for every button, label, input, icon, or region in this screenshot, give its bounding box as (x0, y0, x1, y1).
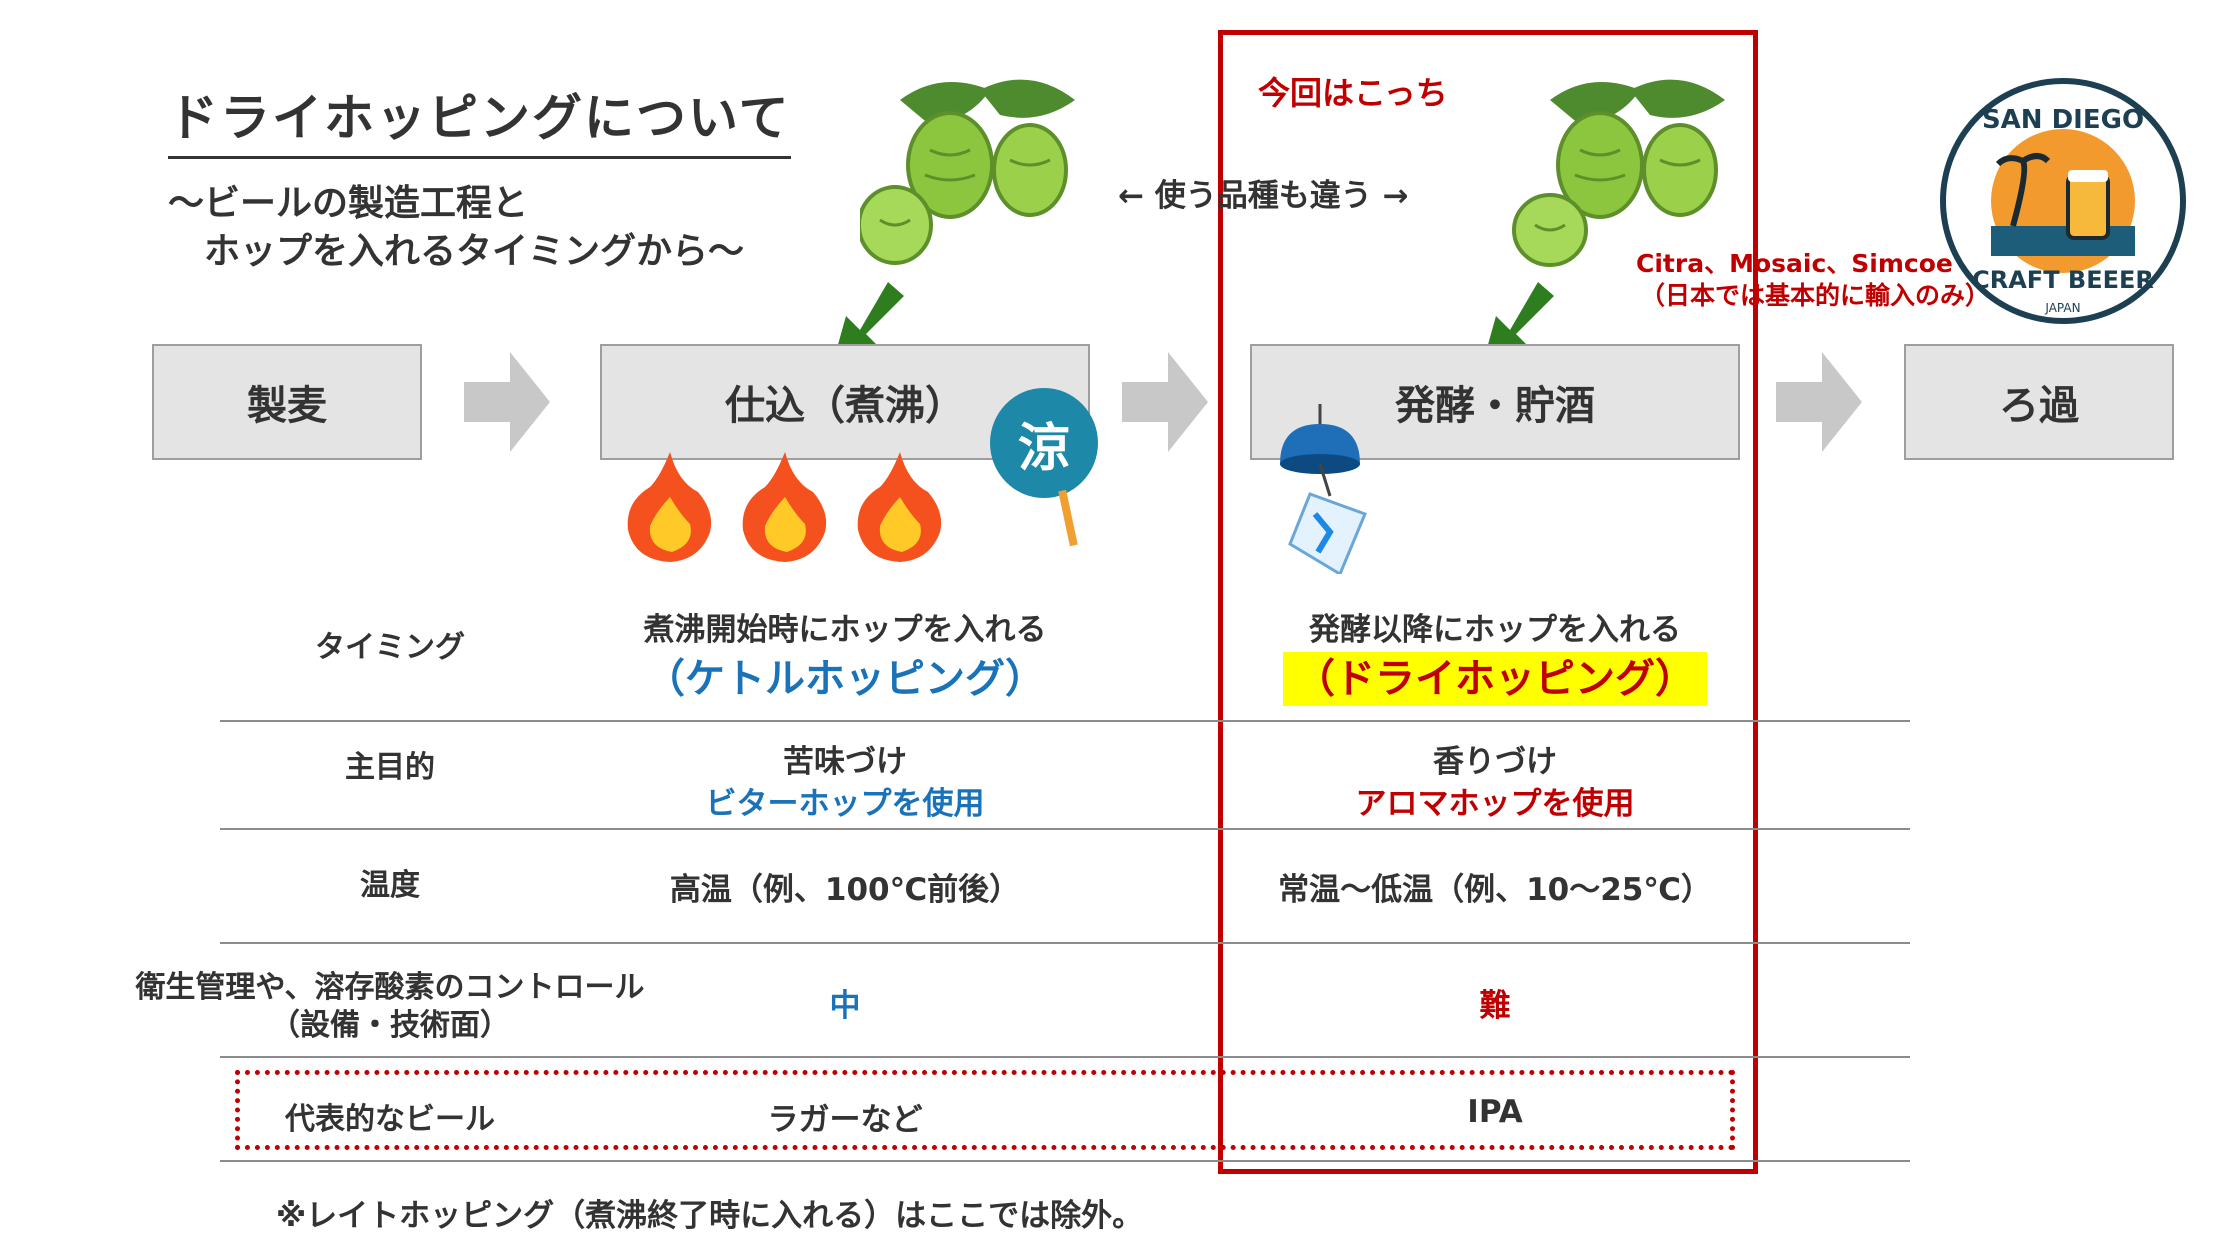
subtitle-line-1: ～ビールの製造工程と (168, 183, 529, 224)
row-label-control-line1: 衛生管理や、溶存酸素のコントロール (135, 970, 645, 1005)
fan-handle (1058, 489, 1078, 547)
logo-sub-text: JAPAN (2044, 301, 2080, 315)
fire-icon-2 (742, 452, 827, 562)
fan-character: 涼 (1017, 418, 1070, 479)
fire-icons (627, 452, 942, 562)
variety-note: ← 使う品種も違う → (1118, 178, 1409, 214)
row-divider-1 (220, 720, 1910, 722)
import-note: （日本では基本的に輸入のみ） (1640, 281, 1991, 310)
footnote: ※レイトホッピング（煮沸終了時に入れる）はここでは除外。 (276, 1198, 1144, 1234)
row-divider-4 (220, 1056, 1910, 1058)
control-kettle: 中 (829, 988, 861, 1024)
wind-chime-icon (1280, 404, 1367, 574)
san-diego-craft-beer-logo: SAN DIEGO CRAFT BEEER JAPAN (1940, 78, 2186, 324)
this-time-label: 今回はこっち (1258, 74, 1448, 112)
representative-beer-dotted-box (235, 1070, 1735, 1150)
dry-hopping-highlight: （ドライホッピング） (1283, 652, 1707, 706)
timing-dry-line2: （ドライホッピング） (1250, 646, 1740, 706)
timing-kettle-line2: （ケトルホッピング） (645, 656, 1045, 702)
step-malting: 製麦 (152, 344, 422, 460)
row-divider-2 (220, 828, 1910, 830)
logo-bottom-text: CRAFT BEEER (1972, 266, 2154, 294)
row-label-beer: 代表的なビール (285, 1102, 495, 1137)
timing-kettle-line1: 煮沸開始時にホップを入れる (643, 612, 1047, 648)
temperature-dry: 常温～低温（例、10～25℃） (1278, 872, 1712, 908)
fire-icon-3 (857, 452, 942, 562)
logo-top-text: SAN DIEGO (1982, 105, 2144, 135)
purpose-kettle-line1: 苦味づけ (783, 744, 907, 780)
purpose-dry-line1: 香りづけ (1433, 744, 1557, 780)
row-label-control-line2: （設備・技術面） (270, 1008, 510, 1043)
row-divider-5 (220, 1160, 1910, 1162)
hop-varieties: Citra、Mosaic、Simcoe 他 (1636, 249, 1987, 278)
control-dry: 難 (1479, 988, 1511, 1024)
process-arrow-1-icon (464, 352, 550, 452)
purpose-dry-line2: アロマホップを使用 (1355, 786, 1635, 822)
row-label-purpose: 主目的 (345, 750, 435, 785)
hop-cones-right-icon (1512, 79, 1725, 267)
row-divider-3 (220, 942, 1910, 944)
hop-cones-left-icon (860, 79, 1075, 265)
page-title: ドライホッピングについて (168, 78, 791, 159)
step-filtration: ろ過 (1904, 344, 2174, 460)
temperature-kettle: 高温（例、100℃前後） (669, 872, 1021, 908)
row-label-timing: タイミング (315, 630, 465, 665)
timing-dry-line1: 発酵以降にホップを入れる (1309, 612, 1681, 648)
beer-dry: IPA (1467, 1094, 1523, 1130)
dry-hopping-highlight-box (1218, 30, 1758, 1174)
beer-kettle: ラガーなど (767, 1102, 923, 1138)
process-arrow-3-icon (1776, 352, 1862, 452)
subtitle-line-2: ホップを入れるタイミングから～ (204, 231, 745, 272)
process-arrow-2-icon (1122, 352, 1208, 452)
row-label-temperature: 温度 (360, 868, 420, 903)
subtitle: ～ビールの製造工程と ホップを入れるタイミングから～ (168, 180, 744, 276)
purpose-kettle-line2: ビターホップを使用 (705, 786, 985, 822)
uchiwa-fan-icon: 涼 (990, 388, 1098, 498)
fire-icon-1 (627, 452, 712, 562)
